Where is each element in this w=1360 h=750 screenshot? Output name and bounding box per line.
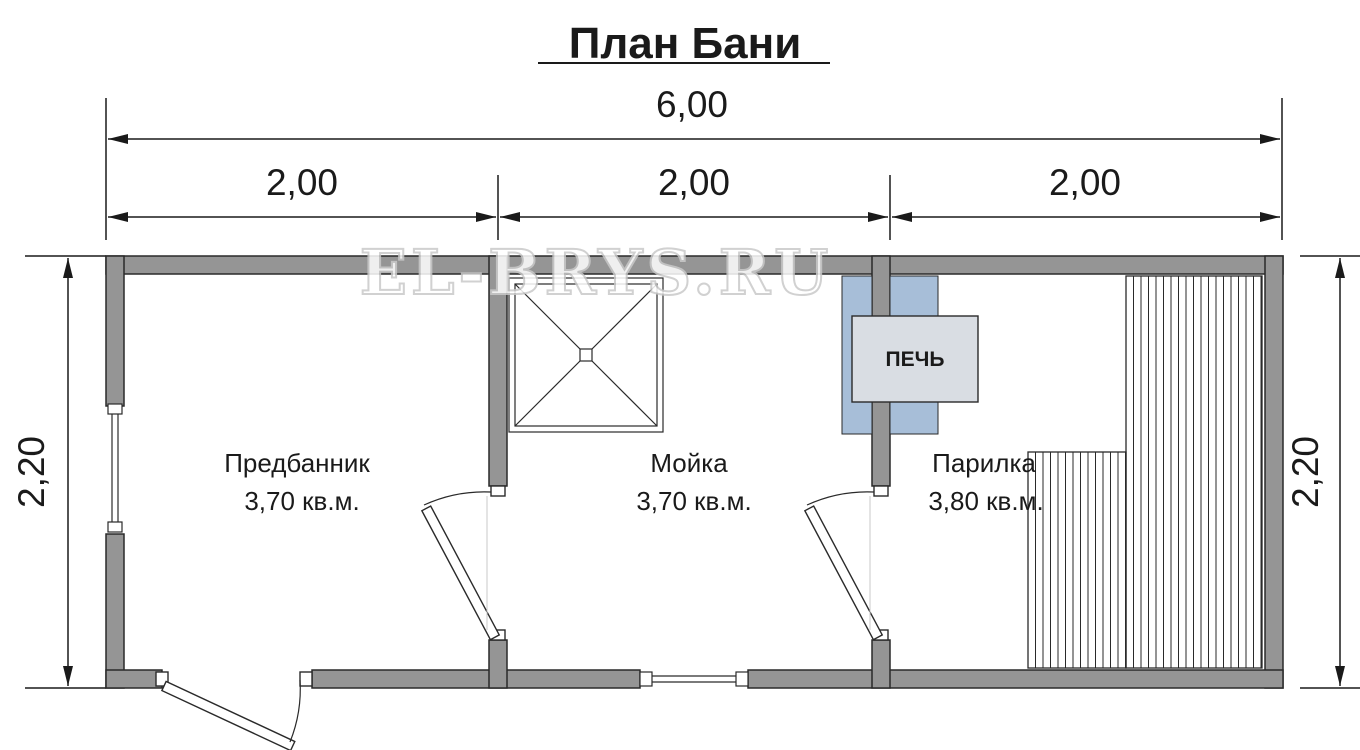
window-left [107, 403, 123, 533]
dimension-lines-top [105, 98, 1283, 240]
door-moyka-parilka [803, 485, 889, 641]
room-area-moyka: 3,70 кв.м. [636, 486, 751, 516]
stove-label: ПЕЧЬ [886, 348, 945, 371]
room-name-parilka: Парилка [932, 448, 1036, 478]
dim-segment-3: 2,00 [1049, 162, 1121, 203]
room-name-moyka: Мойка [650, 448, 728, 478]
entrance-door [155, 671, 313, 750]
dim-height-right: 2,20 [1285, 436, 1326, 508]
watermark: EL-BRYS.RU [360, 236, 833, 309]
room-name-predbannik: Предбанник [224, 448, 370, 478]
sauna-bench-lower [1027, 451, 1127, 669]
plan-title: План Бани [569, 19, 802, 68]
dim-segment-2: 2,00 [658, 162, 730, 203]
door-predbannik-moyka [420, 485, 506, 641]
sauna-bench-upper [1125, 275, 1263, 669]
dim-height-left: 2,20 [11, 436, 52, 508]
dim-segment-1: 2,00 [266, 162, 338, 203]
room-area-parilka: 3,80 кв.м. [928, 486, 1043, 516]
dim-total-width: 6,00 [656, 84, 728, 125]
window-bottom [639, 671, 749, 687]
room-area-predbannik: 3,70 кв.м. [244, 486, 359, 516]
stove [851, 315, 979, 403]
shower-tray [508, 277, 664, 433]
dimension-lines-side [25, 255, 1360, 689]
